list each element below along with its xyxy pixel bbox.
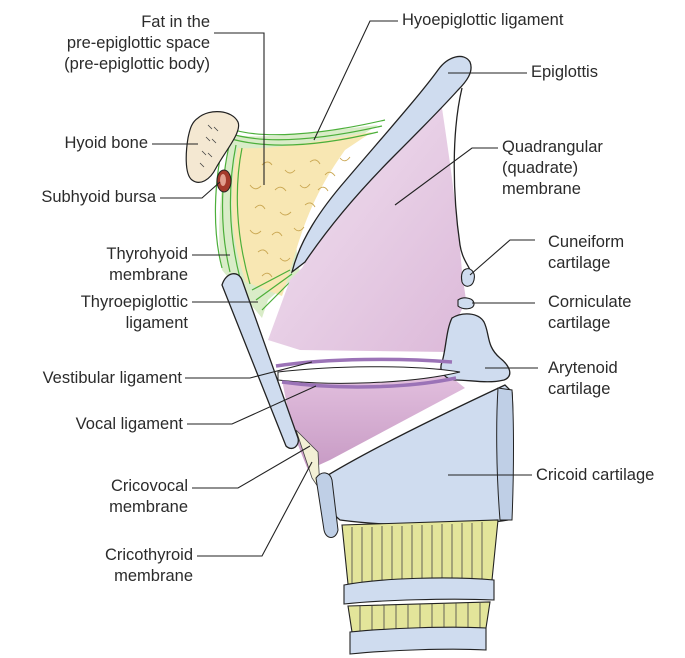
leader-cricovocal: [192, 446, 310, 488]
label-line: cartilage: [548, 253, 624, 274]
leader-cuneiform: [470, 240, 535, 275]
label-line: Cricovocal: [40, 476, 188, 497]
leader-bursa: [160, 182, 220, 198]
label-quadrangular-membrane: Quadrangular (quadrate) membrane: [502, 137, 603, 200]
label-line: Arytenoid: [548, 358, 618, 379]
cricoid-lamina-edge: [497, 388, 514, 520]
label-subhyoid-bursa: Subhyoid bursa: [2, 187, 156, 208]
leader-hyoepiglottic: [314, 21, 398, 140]
label-line: cartilage: [548, 379, 618, 400]
label-line: Fat in the: [22, 12, 210, 33]
label-arytenoid-cartilage: Arytenoid cartilage: [548, 358, 618, 400]
label-line: Quadrangular: [502, 137, 603, 158]
label-fat-preepiglottic: Fat in the pre-epiglottic space (pre-epi…: [22, 12, 210, 75]
label-line: membrane: [40, 265, 188, 286]
label-line: Hyoid bone: [20, 133, 148, 154]
trachea: [342, 520, 498, 654]
label-cricoid-cartilage: Cricoid cartilage: [536, 465, 654, 486]
label-line: Vestibular ligament: [2, 368, 182, 389]
label-line: pre-epiglottic space: [22, 33, 210, 54]
label-vocal-ligament: Vocal ligament: [20, 414, 183, 435]
label-line: Cricothyroid: [40, 545, 193, 566]
label-line: Subhyoid bursa: [2, 187, 156, 208]
label-line: Thyroepiglottic: [40, 292, 188, 313]
label-line: Epiglottis: [531, 62, 598, 83]
label-line: Corniculate: [548, 292, 631, 313]
label-vestibular-ligament: Vestibular ligament: [2, 368, 182, 389]
label-line: Cricoid cartilage: [536, 465, 654, 486]
label-line: Hyoepiglottic ligament: [402, 10, 563, 31]
cuneiform-cartilage-shape: [461, 269, 474, 287]
label-line: membrane: [502, 179, 603, 200]
label-line: Cuneiform: [548, 232, 624, 253]
label-hyoid-bone: Hyoid bone: [20, 133, 148, 154]
label-thyrohyoid-membrane: Thyrohyoid membrane: [40, 244, 188, 286]
label-line: (pre-epiglottic body): [22, 54, 210, 75]
label-cricovocal-membrane: Cricovocal membrane: [40, 476, 188, 518]
label-corniculate-cartilage: Corniculate cartilage: [548, 292, 631, 334]
label-cricothyroid-membrane: Cricothyroid membrane: [40, 545, 193, 587]
label-line: ligament: [40, 313, 188, 334]
label-line: membrane: [40, 497, 188, 518]
label-line: Thyrohyoid: [40, 244, 188, 265]
corniculate-cartilage-shape: [458, 298, 474, 309]
label-epiglottis: Epiglottis: [531, 62, 598, 83]
label-line: cartilage: [548, 313, 631, 334]
label-thyroepiglottic-ligament: Thyroepiglottic ligament: [40, 292, 188, 334]
label-line: membrane: [40, 566, 193, 587]
label-line: Vocal ligament: [20, 414, 183, 435]
label-cuneiform-cartilage: Cuneiform cartilage: [548, 232, 624, 274]
leader-cricothyroid: [197, 462, 312, 556]
label-hyoepiglottic-ligament: Hyoepiglottic ligament: [402, 10, 563, 31]
subhyoid-bursa-highlight: [220, 174, 226, 186]
label-line: (quadrate): [502, 158, 603, 179]
